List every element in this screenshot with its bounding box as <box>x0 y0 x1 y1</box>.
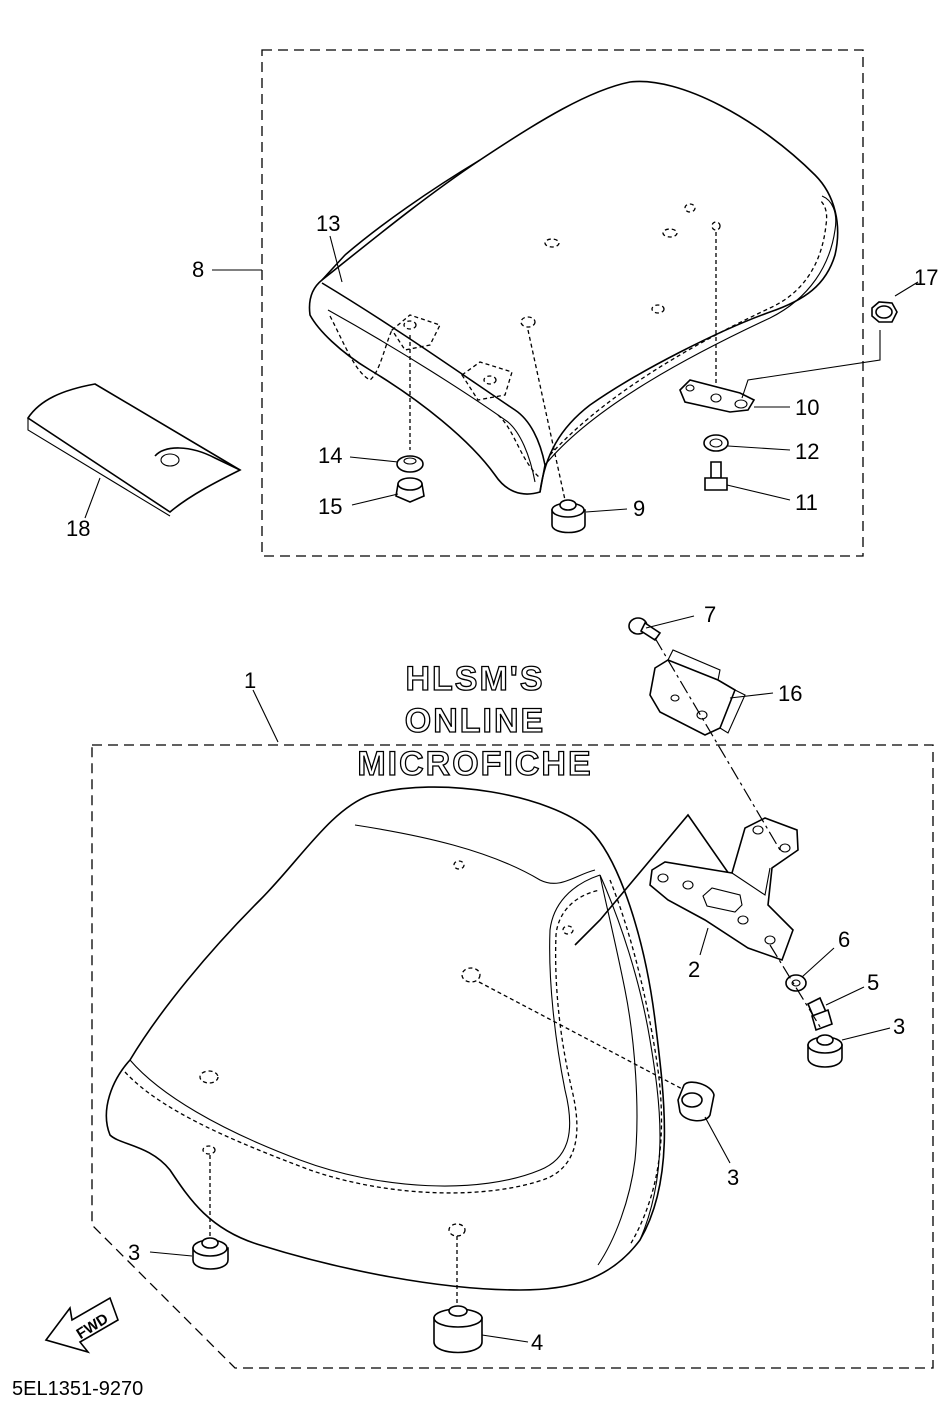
bracket-2 <box>649 817 799 962</box>
callout-18: 18 <box>66 516 90 541</box>
callout-labels: 1 2 3 3 3 4 5 6 7 8 9 10 11 12 13 14 15 … <box>66 211 938 1355</box>
callout-12: 12 <box>795 439 819 464</box>
callout-2: 2 <box>688 957 700 982</box>
callout-3-middle: 3 <box>727 1165 739 1190</box>
callout-1: 1 <box>244 668 256 693</box>
rear-seat <box>308 80 839 495</box>
callout-4: 4 <box>531 1330 543 1355</box>
damper-3-left <box>192 1237 229 1270</box>
callout-9: 9 <box>633 496 645 521</box>
front-seat <box>105 786 666 1291</box>
callout-14: 14 <box>318 443 342 468</box>
bolt-11 <box>704 461 728 491</box>
callout-13: 13 <box>316 211 340 236</box>
bracket-16 <box>649 649 746 736</box>
washer-12 <box>703 434 729 452</box>
damper-3-right <box>807 1034 843 1068</box>
damper-9 <box>551 499 586 534</box>
watermark-line-2: ONLINE <box>405 702 545 740</box>
bolt-7 <box>628 617 662 642</box>
washer-14 <box>396 455 424 473</box>
callout-3-right: 3 <box>893 1014 905 1039</box>
callout-10: 10 <box>795 395 819 420</box>
watermark-line-3: MICROFICHE <box>357 745 592 783</box>
forward-arrow-icon: FWD <box>44 1296 119 1354</box>
callout-3-left: 3 <box>128 1240 140 1265</box>
callout-11: 11 <box>795 490 818 515</box>
callout-17: 17 <box>914 265 938 290</box>
callout-5: 5 <box>867 970 879 995</box>
seat-strap-18 <box>26 383 242 517</box>
damper-3-middle <box>677 1081 715 1122</box>
nut-15 <box>395 477 425 503</box>
rear-seat-group-box <box>261 49 864 557</box>
callout-6: 6 <box>838 927 850 952</box>
catalog-code: 5EL1351-9270 <box>12 1378 143 1400</box>
nut-17 <box>741 301 898 399</box>
callout-16: 16 <box>778 681 802 706</box>
callout-7: 7 <box>704 602 716 627</box>
washer-6 <box>785 974 807 992</box>
callout-8: 8 <box>192 257 204 282</box>
bracket-10 <box>679 379 756 413</box>
callout-15: 15 <box>318 494 342 519</box>
watermark: HLSM'S ONLINE MICROFICHE <box>357 659 592 783</box>
bolt-5 <box>806 996 833 1032</box>
damper-4 <box>433 1305 483 1354</box>
watermark-line-1: HLSM'S <box>405 660 544 698</box>
front-seat-group-box <box>91 744 934 1369</box>
